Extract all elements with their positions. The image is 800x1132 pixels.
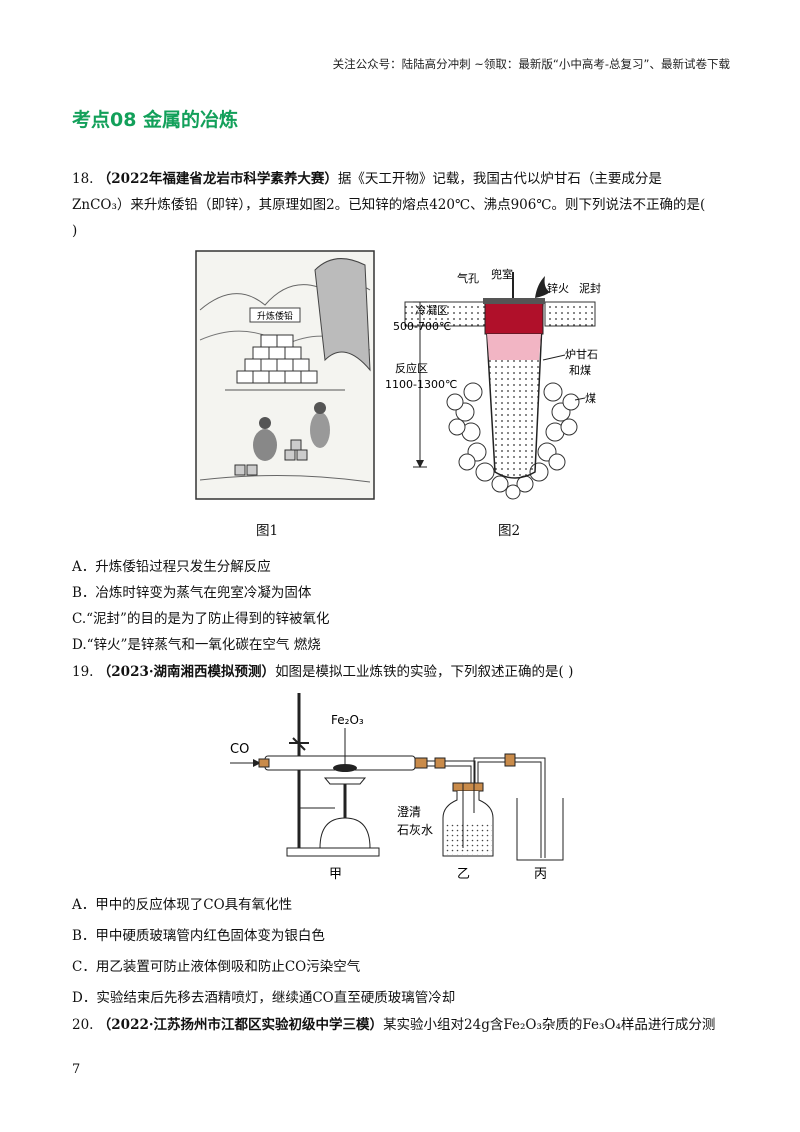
- question-20: 20. （2022·江苏扬州市江都区实验初级中学三模）某实验小组对24g含Fe₂…: [72, 1012, 752, 1038]
- and-coal-label: 和煤: [569, 364, 591, 377]
- q18-option-d: D.“锌火”是锌蒸气和一氧化碳在空气 燃烧: [72, 637, 321, 653]
- label-yi: 乙: [457, 867, 470, 882]
- q18-source: （2022年福建省龙岩市科学素养大赛）: [97, 171, 338, 187]
- label-bing: 丙: [534, 867, 547, 882]
- label-jia: 甲: [329, 867, 342, 882]
- zinc-fire-label: 锌火: [547, 281, 569, 295]
- q20-text: 某实验小组对24g含Fe₂O₃杂质的Fe₃O₄样品进行成分测: [383, 1017, 716, 1033]
- q18-number: 18.: [72, 171, 94, 187]
- q18-option-a: A．升炼倭铅过程只发生分解反应: [72, 559, 271, 575]
- crucible-label: 兜室: [491, 267, 513, 281]
- section-title: 考点08 金属的冶炼: [72, 109, 239, 131]
- q19-option-d: D．实验结束后先移去酒精喷灯，继续通CO直至硬质玻璃管冷却: [72, 990, 456, 1006]
- q18-option-b: B．冶炼时锌变为蒸气在兜室冷凝为固体: [72, 585, 312, 601]
- figure-2-caption: 图2: [498, 523, 521, 539]
- question-18: 18. （2022年福建省龙岩市科学素养大赛）据《天工开物》记载，我国古代以炉甘…: [72, 166, 732, 244]
- page-header: 关注公众号：陆陆高分冲刺 ~领取：最新版“小中高考-总复习”、最新试卷下载: [332, 57, 730, 71]
- figure-2-furnace-diagram: 冷凝区 500-700℃ 反应区 1100-1300℃ 气孔 兜室 锌火 泥封 …: [385, 267, 601, 500]
- q19-number: 19.: [72, 664, 94, 680]
- q19-option-c: C．用乙装置可防止液体倒吸和防止CO污染空气: [72, 959, 361, 975]
- react-temp-label: 1100-1300℃: [385, 378, 457, 391]
- question-19: 19. （2023·湖南湘西模拟预测）如图是模拟工业炼铁的实验，下列叙述正确的是…: [72, 659, 732, 685]
- q19-option-b: B．甲中硬质玻璃管内红色固体变为银白色: [72, 928, 325, 944]
- limewater-label-2: 石灰水: [397, 823, 433, 837]
- coal-label: 煤: [585, 392, 596, 405]
- fe2o3-label: Fe₂O₃: [331, 713, 364, 727]
- q19-text: 如图是模拟工业炼铁的实验，下列叙述正确的是( ): [275, 664, 574, 680]
- iron-smelting-apparatus: CO Fe₂O₃ 澄清 石灰水 甲 乙 丙: [230, 693, 564, 882]
- q18-text1: 据《天工开物》记载，我国古代以炉甘石（主要成分是: [337, 171, 662, 187]
- fig1-label: 升炼倭铅: [257, 310, 293, 322]
- figure-1-caption: 图1: [256, 523, 279, 539]
- limewater-label-1: 澄清: [397, 804, 421, 819]
- q18-text3: ): [72, 223, 78, 239]
- q18-option-c: C.“泥封”的目的是为了防止得到的锌被氧化: [72, 611, 330, 627]
- condense-temp-label: 500-700℃: [393, 320, 451, 333]
- q19-source: （2023·湖南湘西模拟预测）: [97, 664, 276, 680]
- co-label: CO: [230, 742, 249, 757]
- q20-number: 20.: [72, 1017, 94, 1033]
- react-zone-label: 反应区: [395, 361, 428, 375]
- gas-hole-label: 气孔: [457, 271, 479, 285]
- clay-seal-label: 泥封: [579, 281, 601, 295]
- page-number: 7: [72, 1062, 81, 1077]
- figure-1-illustration: 升炼倭铅: [195, 250, 375, 500]
- q19-option-a: A．甲中的反应体现了CO具有氧化性: [72, 897, 293, 913]
- q20-source: （2022·江苏扬州市江都区实验初级中学三模）: [97, 1017, 384, 1033]
- condense-zone-label: 冷凝区: [415, 303, 448, 317]
- q18-text2: ZnCO₃）来升炼倭铅（即锌），其原理如图2。已知锌的熔点420℃、沸点906℃…: [72, 197, 706, 213]
- calamine-label: 炉甘石: [565, 348, 598, 361]
